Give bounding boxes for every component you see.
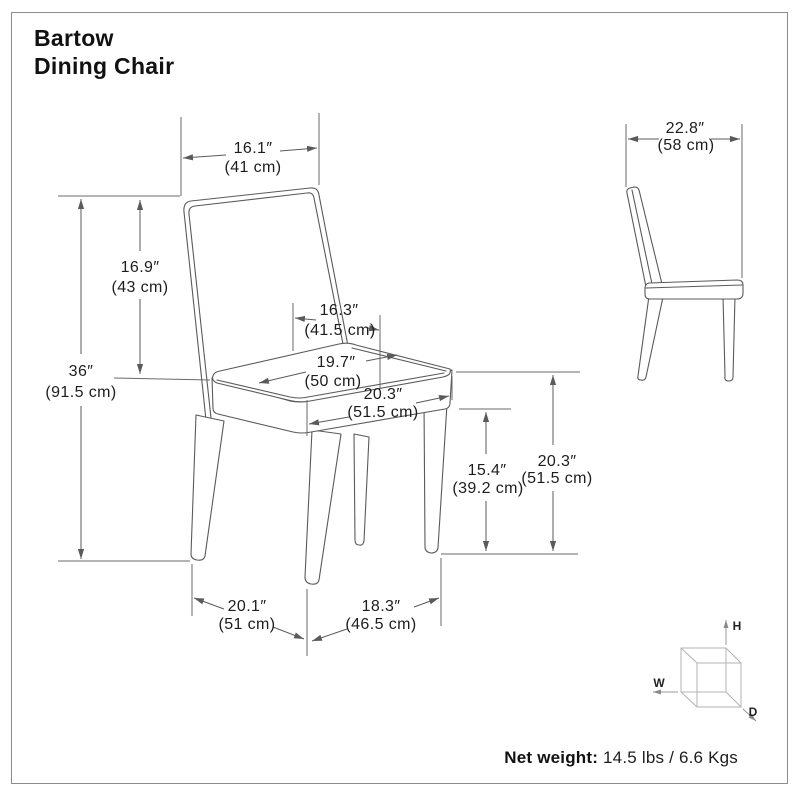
width-axis-label: W (653, 676, 665, 690)
depth-axis-arrow (742, 708, 757, 722)
dim-backrest-width-inches: 16.1″ (234, 140, 273, 157)
dimension-line (182, 154, 227, 161)
side-back-leg (637, 295, 664, 381)
net-weight-value: 14.5 lbs / 6.6 Kgs (598, 748, 738, 767)
chair-front-left-leg (190, 414, 225, 561)
dim-seat-back-width-cm: (41.5 cm) (304, 322, 375, 339)
dim-seat-back-width: 16.3″ (41.5 cm) (292, 302, 381, 389)
dimension-line (308, 416, 350, 426)
chair-front-right-leg (304, 429, 342, 585)
side-front-leg (722, 295, 736, 382)
height-axis-label: H (733, 619, 742, 633)
dimension-line (193, 597, 225, 610)
dim-seat-front-width: 20.3″ (51.5 cm) (306, 376, 453, 436)
cube-depth-edges (680, 647, 742, 708)
dimension-line (413, 597, 440, 608)
dim-under-seat-height-inches: 15.4″ (468, 462, 507, 479)
chair-back-left-leg (353, 433, 370, 546)
dim-overall-depth: 22.8″ (58 cm) (625, 120, 743, 278)
dim-under-seat-height-cm: (39.2 cm) (452, 480, 523, 497)
dim-front-leg-span-cm: (51 cm) (218, 616, 275, 633)
chair-back-right-leg (423, 399, 448, 554)
dim-backrest-width: 16.1″ (41 cm) (180, 113, 320, 196)
dim-seat-depth-cm: (50 cm) (304, 373, 361, 390)
dim-seat-front-width-cm: (51.5 cm) (347, 404, 418, 421)
product-name: Bartow (34, 25, 114, 51)
dim-seat-height-cm: (51.5 cm) (521, 470, 592, 487)
dim-backrest-height-cm: (43 cm) (111, 279, 168, 296)
dim-side-leg-span: 18.3″ (46.5 cm) (311, 558, 442, 642)
side-backrest-seam (631, 189, 653, 285)
dim-backrest-width-cm: (41 cm) (224, 159, 281, 176)
chair-seat-seam-back (351, 347, 447, 372)
dimension-line (294, 315, 317, 323)
chair-backrest-seam (188, 192, 344, 419)
chair-side-view (626, 186, 744, 382)
dim-side-leg-span-inches: 18.3″ (362, 598, 401, 615)
dim-seat-height-inches: 20.3″ (538, 453, 577, 470)
dim-front-leg-span: 20.1″ (51 cm) (191, 564, 308, 656)
dimension-line (279, 145, 318, 152)
page-border (11, 12, 788, 784)
dim-seat-front-width-inches: 20.3″ (364, 386, 403, 403)
dim-seat-depth: 19.7″ (50 cm) (258, 353, 398, 390)
dim-side-leg-span-cm: (46.5 cm) (345, 616, 416, 633)
net-weight-label: Net weight: (504, 748, 599, 767)
dimension-line (365, 353, 398, 362)
side-seat-seam (645, 284, 743, 289)
dim-overall-depth-inches: 22.8″ (666, 120, 705, 137)
side-backrest (626, 186, 663, 288)
dimension-line (311, 628, 348, 642)
net-weight: Net weight: 14.5 lbs / 6.6 Kgs (504, 748, 738, 768)
dimension-line (367, 325, 380, 332)
dimension-line (258, 371, 307, 384)
dim-front-leg-span-inches: 20.1″ (228, 598, 267, 615)
dimension-line (272, 626, 305, 640)
dim-overall-depth-cm: (58 cm) (657, 137, 714, 154)
dim-overall-height-inches: 36″ (69, 363, 94, 380)
axis-cube-icon: H W D (653, 619, 758, 722)
dimension-line (415, 395, 450, 404)
depth-axis-label: D (749, 705, 758, 719)
dim-seat-height: 20.3″ (51.5 cm) (441, 371, 592, 555)
side-seat (644, 279, 744, 300)
dim-backrest-height-inches: 16.9″ (121, 259, 160, 276)
page-title: Bartow Dining Chair (34, 24, 174, 80)
extension-line (113, 377, 211, 381)
chair-backrest-outline (183, 187, 349, 421)
dim-backrest-height: 16.9″ (43 cm) (58, 195, 211, 381)
dim-under-seat-height: 15.4″ (39.2 cm) (452, 408, 523, 551)
product-type: Dining Chair (34, 53, 175, 79)
dim-seat-back-width-inches: 16.3″ (320, 302, 359, 319)
dim-overall-height-cm: (91.5 cm) (45, 384, 116, 401)
dim-seat-depth-inches: 19.7″ (317, 354, 356, 371)
chair-seat-seam-front (216, 372, 445, 399)
dim-overall-height: 36″ (91.5 cm) (45, 199, 190, 562)
